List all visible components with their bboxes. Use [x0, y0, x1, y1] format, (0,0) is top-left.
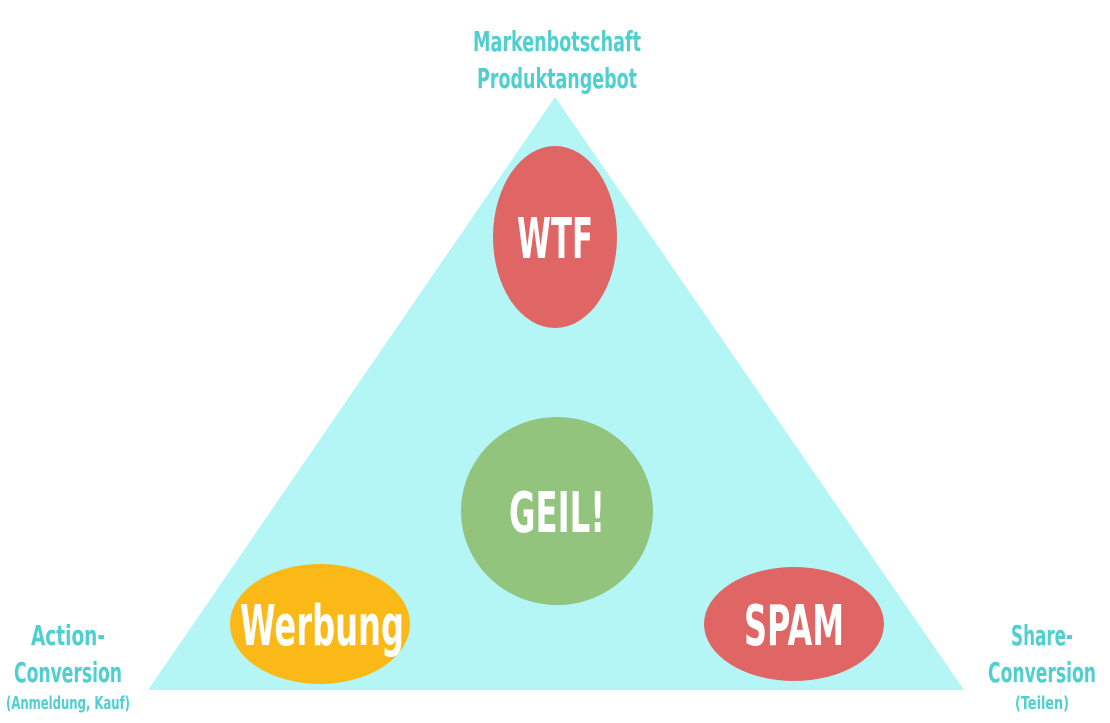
top-label-line2: Produktangebot	[477, 62, 637, 95]
werbung-label: Werbung	[240, 594, 404, 659]
wtf-ellipse	[493, 146, 617, 328]
top-label-line1: Markenbotschaft	[473, 25, 641, 58]
geil-bubble: GEIL!	[461, 417, 653, 605]
right-label-line1: Share-	[1011, 619, 1073, 652]
right-label-line3: (Teilen)	[1015, 693, 1069, 714]
right-corner-label: Share- Conversion (Teilen)	[988, 619, 1096, 714]
werbung-ellipse	[230, 564, 410, 684]
left-label-line2: Conversion	[14, 656, 122, 689]
top-corner-label: Markenbotschaft Produktangebot	[473, 25, 641, 95]
wtf-label: WTF	[517, 207, 593, 272]
spam-bubble: SPAM	[704, 567, 884, 681]
left-label-line3: (Anmeldung, Kauf)	[6, 693, 130, 714]
spam-ellipse	[704, 567, 884, 681]
werbung-bubble: Werbung	[230, 564, 410, 684]
geil-label: GEIL!	[509, 481, 605, 546]
left-corner-label: Action- Conversion (Anmeldung, Kauf)	[6, 619, 130, 714]
triangle-shape	[148, 97, 964, 690]
right-label-line2: Conversion	[988, 656, 1096, 689]
left-label-line1: Action-	[31, 619, 105, 652]
geil-ellipse	[461, 417, 653, 605]
wtf-bubble: WTF	[493, 146, 617, 328]
spam-label: SPAM	[744, 594, 844, 659]
